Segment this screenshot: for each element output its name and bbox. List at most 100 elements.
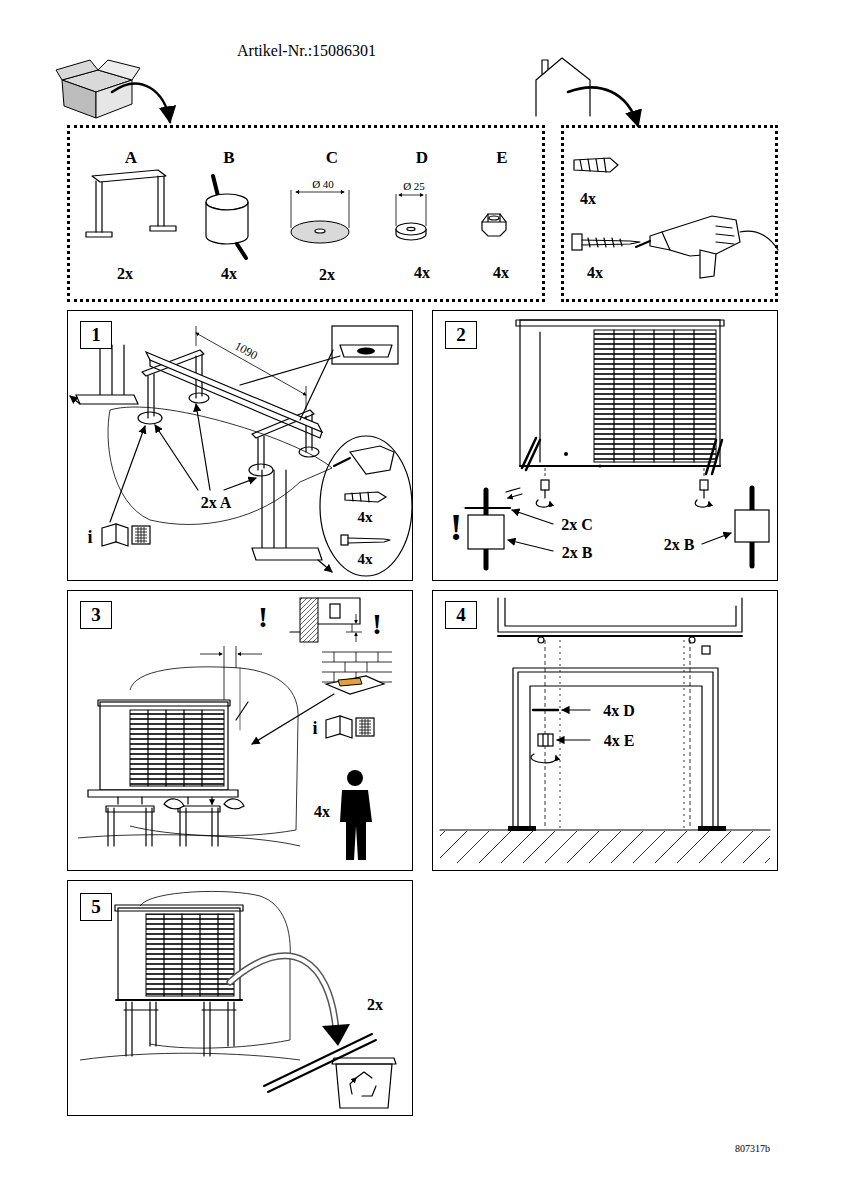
- stand-level-illustration-part: [345, 492, 386, 502]
- unit-damper-illustration-part: [541, 480, 549, 490]
- step-number-box: 5: [80, 893, 112, 921]
- finished-installation-illustration-part: [230, 956, 336, 1030]
- mounting-detail-illustration: [440, 598, 770, 863]
- unit-damper-illustration-part: [564, 452, 568, 456]
- unit-placement-illustration-part: [290, 631, 300, 632]
- callout-label: 4x: [578, 190, 598, 208]
- mounting-detail-illustration-part: [543, 734, 548, 746]
- unit-placement-illustration-part: [340, 790, 372, 860]
- drill-icon-part: [700, 250, 716, 278]
- callout-label: 4x: [356, 551, 375, 568]
- finished-installation-illustration-part: [230, 956, 336, 1030]
- washer-small-sketch-part: [407, 227, 415, 230]
- unit-damper-illustration-part: [594, 330, 716, 462]
- mounting-detail-illustration-part: [531, 754, 556, 763]
- unit-placement-illustration-part: [78, 835, 300, 846]
- unit-damper-illustration-part: [468, 515, 504, 549]
- callout-label: 2x: [365, 996, 385, 1014]
- mounting-detail-illustration-part: [557, 739, 590, 740]
- unit-damper-illustration-part: [506, 488, 522, 498]
- stand-level-illustration-part: [334, 458, 350, 466]
- unit-placement-illustration-part: [148, 710, 202, 786]
- step-panel: 2x 5: [67, 880, 413, 1116]
- stand-level-illustration-part: [348, 538, 390, 543]
- callout-label: 4x: [491, 264, 511, 282]
- stand-level-illustration-part: [350, 446, 394, 474]
- house-icon-part: [568, 87, 638, 126]
- unit-damper-illustration-part: [614, 330, 694, 462]
- unit-placement-illustration-part: [130, 710, 224, 786]
- drill-icon-part: [740, 231, 778, 250]
- step-number-box: 3: [80, 601, 112, 629]
- stand-level-illustration-part: [135, 527, 147, 543]
- mounting-detail-illustration-part: [702, 646, 710, 654]
- callout-label: B: [221, 149, 236, 168]
- unit-placement-illustration-part: [88, 790, 238, 797]
- callout-label: 4x: [585, 264, 605, 282]
- unit-damper-illustration-part: [508, 540, 553, 551]
- unit-placement-illustration-part: [98, 700, 230, 706]
- washer-large-sketch-part: [296, 192, 344, 193]
- customer-parts-panel: 4x 4x: [561, 125, 778, 302]
- callout-label: 2x A: [199, 494, 234, 512]
- finished-installation-illustration-part: [115, 905, 243, 911]
- step-number-box: 1: [80, 321, 112, 349]
- stand-level-illustration-part: [252, 548, 322, 560]
- screw-icon-part: [572, 234, 582, 250]
- stand-level-illustration-part: [100, 345, 124, 395]
- unit-placement-illustration-part: [318, 598, 360, 624]
- stand-level-illustration-part: [340, 345, 392, 357]
- mounting-detail-illustration-part: [560, 640, 684, 828]
- nut-sketch-part: [482, 214, 506, 222]
- callout-label: i: [310, 719, 319, 739]
- finished-installation-illustration-part: [116, 999, 242, 1001]
- nut-sketch: [482, 214, 506, 236]
- washer-small-sketch-part: [396, 194, 426, 226]
- article-number: Artikel-Nr.:15086301: [235, 42, 378, 60]
- stand-level-illustration-part: [341, 535, 348, 545]
- mounting-detail-illustration-part: [498, 598, 742, 632]
- stand-level-illustration-part: [150, 360, 322, 438]
- finished-installation-illustration-part: [146, 914, 234, 996]
- unit-placement-illustration-part: [240, 668, 241, 730]
- unit-damper-illustration-part: [520, 465, 720, 467]
- washer-large-sketch-part: [291, 221, 349, 243]
- unit-placement-illustration-part: [178, 806, 220, 812]
- damper-part-sketch-part: [206, 202, 248, 244]
- stand-level-illustration-part: [300, 350, 333, 420]
- unit-damper-illustration-part: [545, 468, 704, 478]
- dowel-icon-part: [574, 158, 618, 172]
- washer-small-sketch-part: [399, 195, 423, 196]
- unit-placement-illustration-part: [238, 654, 262, 655]
- stand-level-illustration-part: [146, 352, 322, 432]
- finished-installation-illustration-part: [322, 1024, 350, 1046]
- stand-level-illustration-part: [352, 492, 369, 502]
- house-icon: [536, 58, 638, 126]
- stand-level-illustration-part: [196, 404, 210, 490]
- unit-placement-illustration-part: [359, 719, 371, 735]
- stand-part-sketch-part: [92, 170, 166, 182]
- unit-placement-illustration-part: [164, 799, 184, 809]
- finished-installation-illustration-part: [118, 908, 240, 1000]
- unit-placement-illustration: [78, 598, 392, 860]
- stand-level-illustration-part: [357, 348, 375, 355]
- stand-level-illustration-part: [249, 464, 273, 476]
- package-icon-part: [112, 84, 170, 122]
- unit-placement-illustration-part: [200, 654, 222, 655]
- unit-placement-illustration-part: [326, 716, 352, 738]
- callout-label: 2x: [115, 265, 135, 283]
- unit-placement-illustration-part: [100, 702, 228, 790]
- mounting-detail-illustration-part: [533, 709, 558, 712]
- step-number: 5: [91, 897, 101, 918]
- drill-icon-part: [716, 226, 734, 244]
- callout-label: 4x: [356, 509, 375, 526]
- callout-label: 2x: [317, 266, 337, 284]
- stand-level-illustration-part: [332, 326, 398, 364]
- unit-placement-illustration-part: [224, 646, 236, 700]
- package-icon-part: [98, 60, 140, 80]
- unit-damper-illustration-part: [706, 440, 722, 474]
- stand-part-sketch-part: [96, 176, 164, 232]
- mounting-detail-illustration-part: [562, 709, 590, 710]
- unit-damper-illustration-part: [520, 320, 720, 466]
